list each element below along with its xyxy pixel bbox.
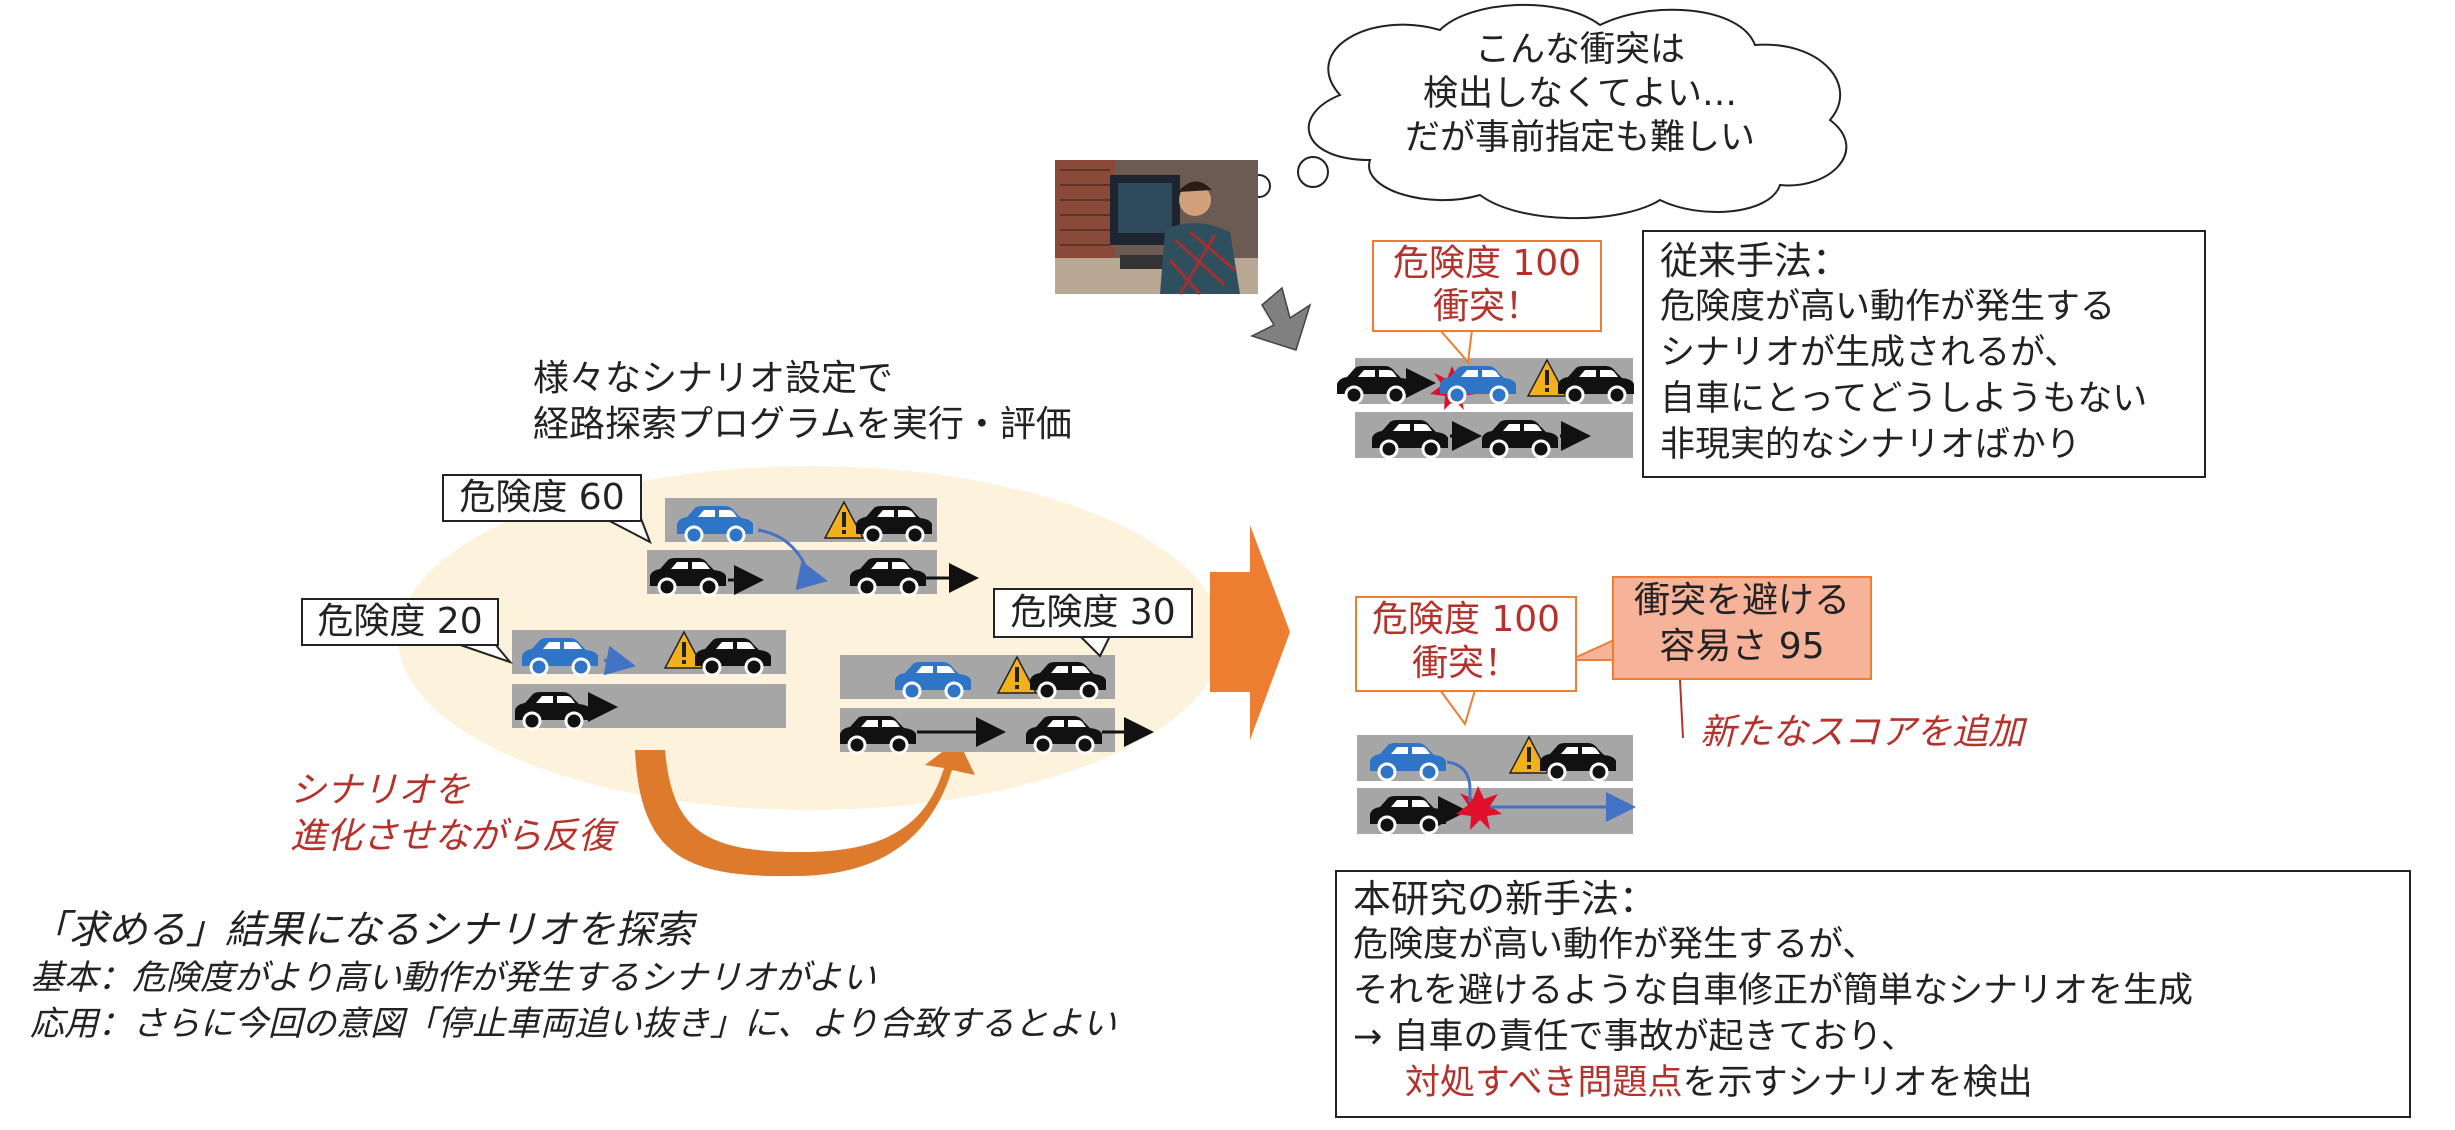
- bubble-line: 危険度 100: [1371, 599, 1561, 640]
- goal-title: 「求める」結果になるシナリオを探索: [30, 908, 694, 953]
- bubble-line: 衝突！: [1432, 286, 1541, 327]
- box-title: 本研究の新手法：: [1353, 877, 1658, 921]
- evolve-line: 進化させながら反復: [290, 816, 615, 857]
- goal-applied: 応用：さらに今回の意図「停止車両追い抜き」に、より合致するとよい: [30, 1004, 1117, 1044]
- thought-line: だが事前指定も難しい: [1404, 118, 1755, 158]
- evolve-line: シナリオを: [290, 770, 471, 811]
- tag-tail: [1437, 329, 1474, 365]
- danger-tag-20: 危険度 20: [301, 598, 499, 646]
- scenario-b: [512, 630, 786, 731]
- box-line: → 自車の責任で事故が起きており、: [1353, 1017, 1917, 1057]
- box-line: シナリオが生成されるが、: [1660, 333, 2080, 373]
- evolve-note: シナリオを 進化させながら反復: [290, 768, 614, 860]
- conventional-scenario: [1335, 358, 1636, 459]
- box-line-last: 対処すべき問題点を示すシナリオを検出: [1353, 1060, 2409, 1106]
- bubble-line: 容易さ 95: [1659, 626, 1825, 667]
- proposed-method-box: 本研究の新手法： 危険度が高い動作が発生するが、 それを避けるような自車修正が簡…: [1335, 870, 2411, 1118]
- caption-line: 経路探索プログラムを実行・評価: [533, 404, 1072, 445]
- box-line: 非現実的なシナリオばかり: [1660, 425, 2081, 465]
- big-right-arrow: [1210, 525, 1290, 740]
- pointer-arrow: [1250, 286, 1312, 351]
- box-title: 従来手法：: [1660, 239, 1851, 283]
- box-line: 自車にとってどうしようもない: [1660, 379, 2148, 419]
- box-line: それを避けるような自車修正が簡単なシナリオを生成: [1353, 971, 2194, 1011]
- bubble-line: 危険度 100: [1392, 243, 1582, 284]
- bubble-line: 衝突を避ける: [1633, 580, 1850, 621]
- new-score-note: 新たなスコアを追加: [1700, 712, 2025, 753]
- scenario-a: [647, 498, 979, 597]
- box-line: 危険度が高い動作が発生する: [1660, 287, 2116, 327]
- conventional-method-box: 従来手法： 危険度が高い動作が発生する シナリオが生成されるが、 自車にとってど…: [1642, 230, 2206, 478]
- box-line: 危険度が高い動作が発生するが、: [1353, 925, 1878, 965]
- avoid-ease-bubble: 衝突を避ける 容易さ 95: [1612, 576, 1872, 680]
- bubble-line: 衝突！: [1411, 643, 1520, 684]
- thinking-person-photo: [1055, 160, 1258, 295]
- goal-basic: 基本：危険度がより高い動作が発生するシナリオがよい: [30, 958, 876, 998]
- evolve-arrow: [635, 740, 975, 877]
- conventional-danger-bubble: 危険度 100 衝突！: [1372, 240, 1602, 332]
- left-caption: 様々なシナリオ設定で 経路探索プログラムを実行・評価: [533, 356, 1072, 448]
- danger-tag-30: 危険度 30: [993, 588, 1193, 638]
- caption-line: 様々なシナリオ設定で: [533, 358, 894, 399]
- box-line-rest: を示すシナリオを検出: [1682, 1063, 2033, 1103]
- tag-tail: [1438, 689, 1477, 727]
- thought-line: 検出しなくてよい…: [1423, 74, 1737, 114]
- goal-block: 「求める」結果になるシナリオを探索 基本：危険度がより高い動作が発生するシナリオ…: [30, 907, 1116, 1047]
- thought-line: こんな衝突は: [1474, 30, 1685, 70]
- danger-tag-60: 危険度 60: [442, 474, 642, 522]
- leader-line: [1679, 679, 1684, 739]
- proposed-danger-bubble: 危険度 100 衝突！: [1355, 596, 1577, 692]
- thought-text: こんな衝突は 検出しなくてよい… だが事前指定も難しい: [1390, 28, 1770, 160]
- proposed-scenario: [1357, 735, 1636, 835]
- thought-cloud: [1307, 3, 1848, 220]
- highlight-problem: 対処すべき問題点: [1405, 1063, 1683, 1103]
- scenario-c: [838, 655, 1154, 755]
